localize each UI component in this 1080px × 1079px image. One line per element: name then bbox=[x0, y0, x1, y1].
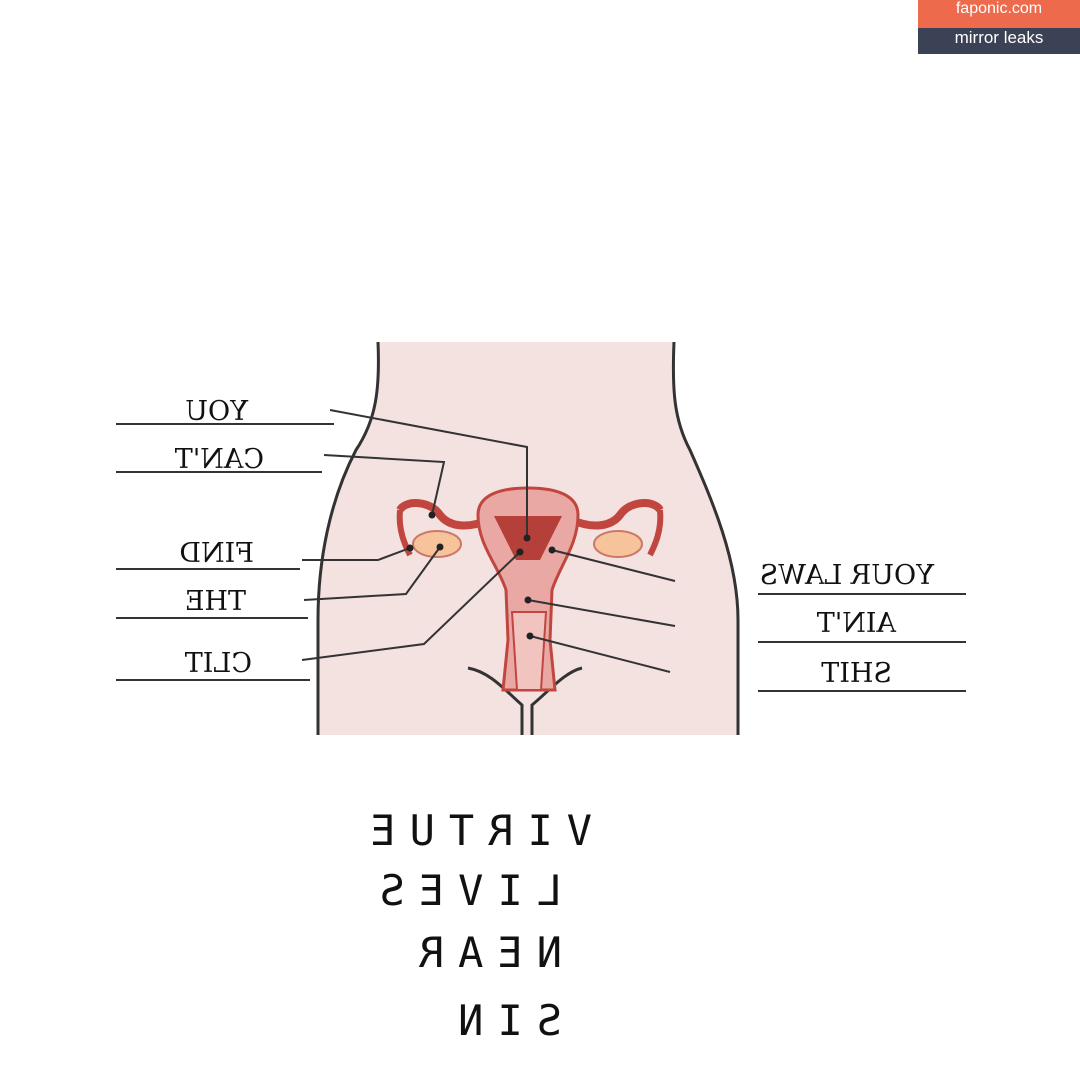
leader-dots bbox=[406, 511, 556, 640]
ovary-left bbox=[412, 530, 462, 558]
label-aint: AIN'T bbox=[817, 608, 897, 639]
label-find: FIND bbox=[179, 538, 254, 569]
label-left-5: CLIT bbox=[185, 648, 252, 679]
label-right-2: AIN'T bbox=[817, 608, 897, 639]
caption-line-2: LIVES bbox=[366, 866, 562, 915]
label-right-1: YOUR LAWS bbox=[760, 560, 935, 591]
label-right-3: SHIT bbox=[821, 658, 892, 689]
leader-lines-left bbox=[116, 409, 528, 681]
watermark-tagline: mirror leaks bbox=[918, 28, 1080, 54]
body-outline-left bbox=[316, 341, 380, 735]
body-outline-right bbox=[671, 341, 740, 735]
label-left-3: FIND bbox=[179, 538, 254, 569]
label-clit: CLIT bbox=[185, 648, 252, 679]
label-your-laws: YOUR LAWS bbox=[760, 560, 935, 591]
label-shit: SHIT bbox=[821, 658, 892, 689]
vaginal-canal bbox=[510, 611, 548, 691]
ovary-right bbox=[593, 530, 643, 558]
watermark-site: faponic.com bbox=[918, 0, 1080, 28]
caption-line-4: SIN bbox=[444, 996, 562, 1045]
label-left-2: CAN'T bbox=[175, 444, 264, 475]
uterus-illustration bbox=[396, 486, 664, 692]
caption-line-1: VIRTUE bbox=[356, 806, 592, 855]
watermark-badge: faponic.com mirror leaks bbox=[918, 0, 1080, 54]
label-the: THE bbox=[185, 586, 246, 617]
label-left-4: THE bbox=[185, 586, 246, 617]
caption-block: VIRTUE LIVES NEAR SIN bbox=[356, 806, 592, 1045]
fallopian-tube-left bbox=[396, 499, 490, 530]
caption-line-3: NEAR bbox=[405, 928, 562, 977]
fallopian-tube-right bbox=[570, 499, 664, 530]
label-you: YOU bbox=[185, 396, 249, 427]
label-cant: CAN'T bbox=[175, 444, 264, 475]
label-left-1: YOU bbox=[185, 396, 249, 427]
leader-lines-right bbox=[527, 549, 966, 692]
